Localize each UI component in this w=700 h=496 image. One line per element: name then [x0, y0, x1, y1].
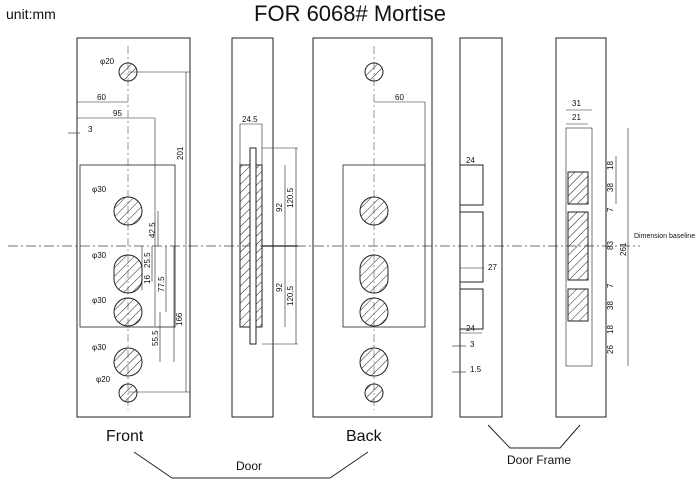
front-h25-5-label: 25.5: [143, 252, 152, 268]
front-d30-a-label: φ30: [92, 185, 107, 194]
front-d20-bot-label: φ20: [96, 375, 111, 384]
frame-h261-label: 261: [619, 242, 628, 256]
frame-h18-bot-label: 18: [606, 325, 615, 334]
front-d30-c-label: φ30: [92, 296, 107, 305]
front-h42-5-label: 42.5: [148, 222, 157, 238]
front-h77-5-label: 77.5: [157, 276, 166, 292]
side-h120-5-bot-label: 120.5: [286, 285, 295, 306]
back-plate-outline: [312, 37, 433, 418]
front-oval-slot: [113, 254, 143, 294]
frame-strike-bot: [567, 288, 589, 322]
frame-side-view: [452, 37, 503, 418]
frame-side-bracket-mid: [459, 211, 484, 283]
back-w60-label: 60: [395, 93, 404, 102]
front-dim-labels: φ20 60 95 3 201 φ30 42.5 φ30 25.5 16 77.…: [88, 57, 185, 384]
back-view: [312, 37, 433, 418]
door-frame-bracket: [487, 424, 581, 449]
frame-front-view: [555, 37, 629, 418]
frame-side-labels: 24 27 24 3 1.5: [466, 156, 497, 374]
front-view: [68, 37, 191, 418]
frame-side-bracket-bot: [459, 288, 484, 330]
back-label: Back: [346, 428, 383, 445]
frame-w21-label: 21: [572, 113, 581, 122]
side-h92-bot-label: 92: [275, 283, 284, 292]
frame-h18-top-label: 18: [606, 161, 615, 170]
frame-h7-bot-label: 7: [606, 283, 615, 288]
frame-w3-label: 3: [470, 340, 475, 349]
back-hole-d30-c: [359, 297, 389, 327]
frame-side-bracket-top: [459, 164, 484, 206]
door-bracket: [133, 451, 369, 479]
side-h92-top-label: 92: [275, 203, 284, 212]
page-title: FOR 6068# Mortise: [0, 1, 700, 27]
front-d20-top-label: φ20: [100, 57, 115, 66]
frame-h7-top-label: 7: [606, 207, 615, 212]
back-hole-d20-top: [364, 62, 384, 82]
front-label: Front: [106, 428, 144, 445]
back-hole-d30-a: [359, 196, 389, 226]
front-d30-b-label: φ30: [92, 251, 107, 260]
front-plate-outline: [76, 37, 191, 418]
frame-w27-label: 27: [488, 263, 497, 272]
side-w24-5-label: 24.5: [242, 115, 258, 124]
frame-w24-bot-label: 24: [466, 324, 475, 333]
front-hole-d20-bot: [118, 383, 138, 403]
frame-front-outline: [555, 37, 607, 418]
back-hole-d20-bot: [364, 383, 384, 403]
front-w60-label: 60: [97, 93, 106, 102]
front-hole-d30-c: [113, 297, 143, 327]
door-frame-label: Door Frame: [507, 453, 571, 467]
frame-strike-top: [567, 171, 589, 205]
front-h55-5-label: 55.5: [151, 330, 160, 346]
front-hole-d30-d: [113, 347, 143, 377]
frame-h38-top-label: 38: [606, 183, 615, 192]
unit-label: unit:mm: [6, 6, 56, 22]
frame-front-labels: 31 21 18 38 7 83 261 7 38 18 26: [572, 99, 628, 354]
front-h16-label: 16: [143, 275, 152, 284]
side-h120-5-top-label: 120.5: [286, 187, 295, 208]
door-side-view: [231, 37, 298, 418]
side-plate-outline: [231, 37, 274, 418]
front-w3-label: 3: [88, 125, 93, 134]
front-w95-label: 95: [113, 109, 122, 118]
frame-h38-bot-label: 38: [606, 301, 615, 310]
frame-side-outline: [459, 37, 503, 418]
frame-h83-label: 83: [606, 241, 615, 250]
front-h201-label: 201: [176, 146, 185, 160]
back-oval-slot: [359, 254, 389, 294]
baseline-label: Dimension baseline: [634, 233, 695, 240]
frame-w1-5-label: 1.5: [470, 365, 482, 374]
frame-strike-mid: [567, 211, 589, 281]
front-d30-d-label: φ30: [92, 343, 107, 352]
door-label: Door: [236, 459, 262, 473]
side-faceplate-strip: [249, 147, 257, 345]
frame-w24-top-label: 24: [466, 156, 475, 165]
frame-h26-label: 26: [606, 345, 615, 354]
back-body-outline: [342, 164, 426, 328]
title-text: FOR 6068# Mortise: [254, 1, 446, 26]
side-dim-labels: 24.5 92 120.5 92 120.5: [242, 115, 295, 306]
front-h166-label: 166: [175, 312, 184, 326]
front-body-outline: [79, 164, 176, 328]
frame-w31-label: 31: [572, 99, 581, 108]
frame-strike-outline: [565, 127, 593, 367]
back-hole-d30-d: [359, 347, 389, 377]
front-hole-d30-a: [113, 196, 143, 226]
